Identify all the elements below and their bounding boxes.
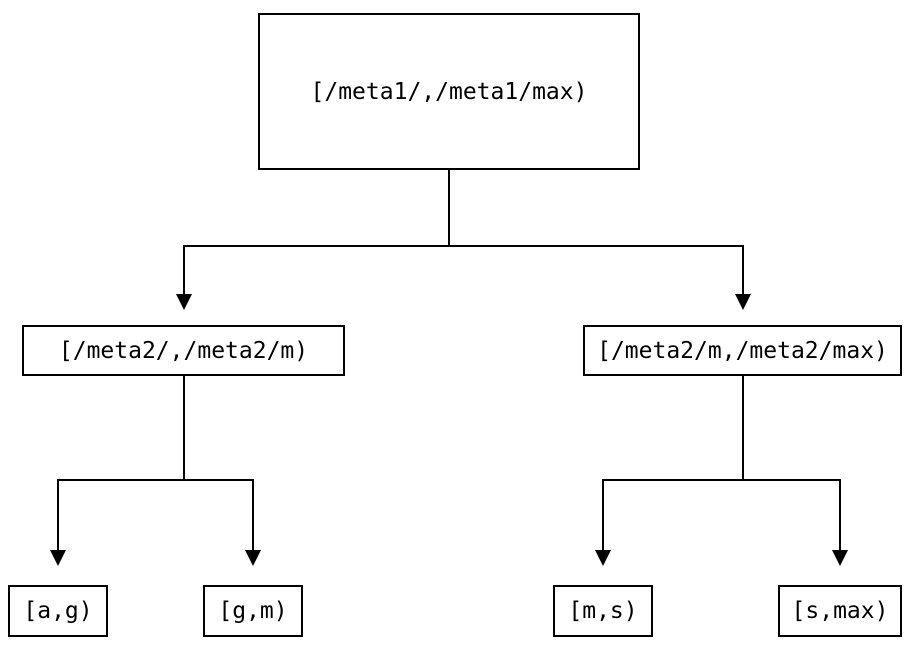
tree-node-level2-left-label: [/meta2/,/meta2/m) — [58, 337, 309, 364]
arrowhead-leaf-gm — [245, 550, 261, 566]
tree-node-level2-left: [/meta2/,/meta2/m) — [22, 325, 345, 376]
tree-node-leaf-ag: [a,g) — [8, 585, 108, 637]
arrowhead-leaf-smax — [832, 550, 848, 566]
tree-node-level2-right-label: [/meta2/m,/meta2/max) — [597, 337, 888, 364]
tree-node-leaf-smax: [s,max) — [778, 585, 902, 637]
tree-node-leaf-ag-label: [a,g) — [23, 598, 93, 624]
tree-node-level2-right: [/meta2/m,/meta2/max) — [583, 325, 902, 376]
arrowhead-left-branch — [176, 294, 192, 310]
tree-node-leaf-gm-label: [g,m) — [218, 598, 288, 624]
tree-node-leaf-gm: [g,m) — [203, 585, 303, 637]
arrowhead-leaf-ag — [50, 550, 66, 566]
tree-node-leaf-ms-label: [m,s) — [568, 598, 638, 624]
arrowhead-right-branch — [735, 294, 751, 310]
tree-node-leaf-smax-label: [s,max) — [791, 598, 889, 624]
tree-node-leaf-ms: [m,s) — [553, 585, 653, 637]
arrowhead-leaf-ms — [595, 550, 611, 566]
tree-node-root-label: [/meta1/,/meta1/max) — [310, 78, 588, 105]
tree-node-root: [/meta1/,/meta1/max) — [258, 13, 640, 170]
